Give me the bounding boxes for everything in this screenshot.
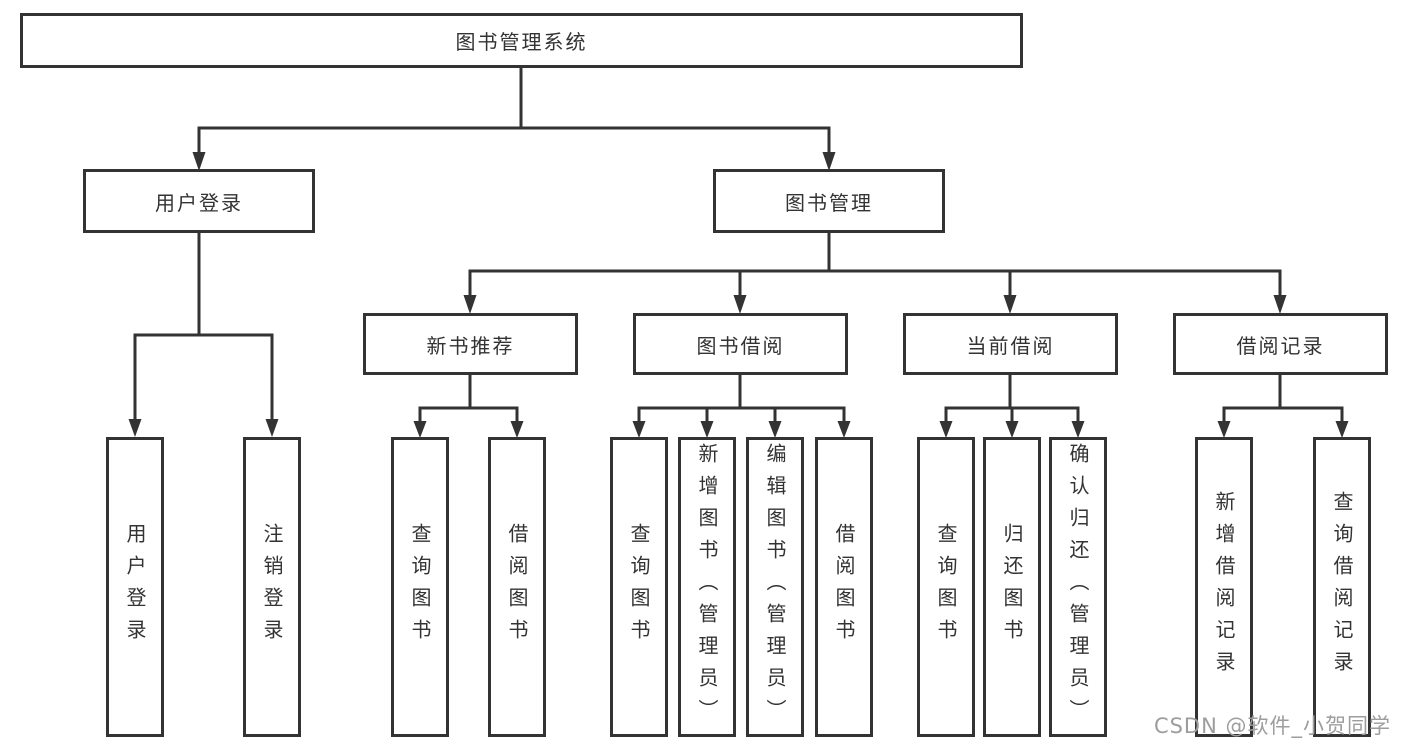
node-book-management: 图书管理: [713, 169, 945, 233]
leaf-logout: 注销登录: [243, 437, 301, 737]
leaf-recommend-query-books: 查询图书: [391, 437, 449, 737]
node-user-login: 用户登录: [83, 169, 315, 233]
csdn-watermark: CSDN @软件_小贺同学: [1153, 714, 1391, 738]
node-borrow-records: 借阅记录: [1173, 313, 1388, 375]
leaf-borrow-query-books: 查询图书: [610, 437, 668, 737]
node-library-system: 图书管理系统: [20, 13, 1023, 68]
leaf-add-borrow-record: 新增借阅记录: [1195, 437, 1253, 737]
leaf-confirm-return-admin: 确认归还（管理员）: [1049, 437, 1107, 737]
leaf-query-borrow-record: 查询借阅记录: [1313, 437, 1371, 737]
leaf-user-login: 用户登录: [106, 437, 164, 737]
leaf-return-books: 归还图书: [983, 437, 1041, 737]
leaf-add-books-admin: 新增图书（管理员）: [678, 437, 736, 737]
leaf-recommend-borrow-books: 借阅图书: [488, 437, 546, 737]
node-current-borrow: 当前借阅: [903, 313, 1118, 375]
node-new-book-recommend: 新书推荐: [363, 313, 578, 375]
leaf-edit-books-admin: 编辑图书（管理员）: [746, 437, 804, 737]
node-book-borrow: 图书借阅: [633, 313, 848, 375]
leaf-borrow-books: 借阅图书: [815, 437, 873, 737]
leaf-current-query-books: 查询图书: [917, 437, 975, 737]
